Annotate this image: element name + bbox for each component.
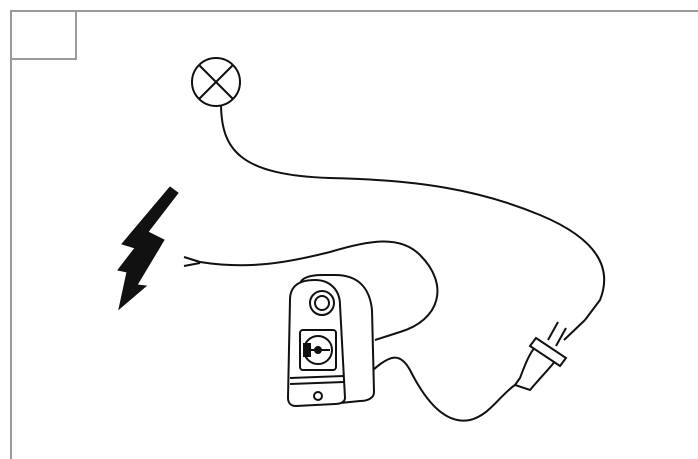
mains-cable [183,240,439,341]
lamp-symbol-icon [191,57,241,107]
power-plug-icon [513,319,586,392]
figure-frame [10,10,698,459]
figure-label-box [10,10,77,60]
device-to-plug-cable [372,356,516,422]
plug-in-socket-device-icon [286,274,376,408]
lamp-cable [220,105,606,321]
lightning-bolt-icon [117,186,179,311]
